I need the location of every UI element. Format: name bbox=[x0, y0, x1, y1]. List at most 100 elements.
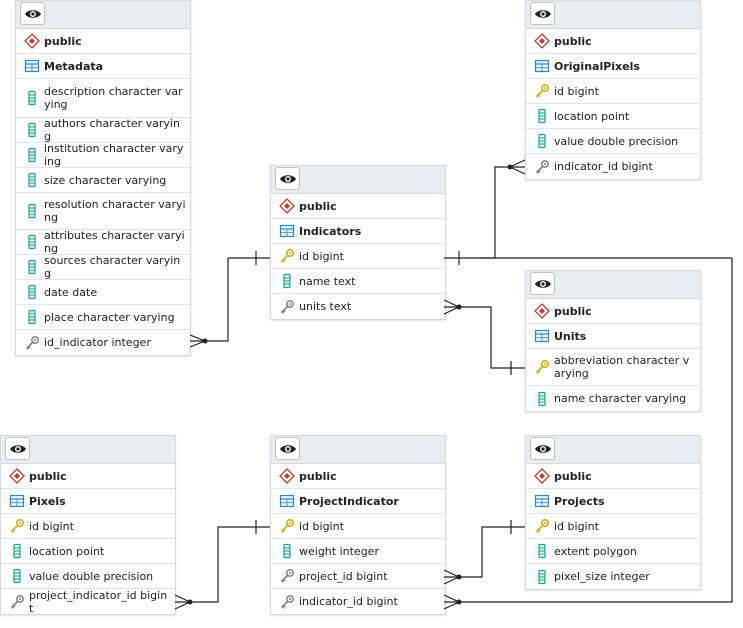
primary-key-icon bbox=[535, 359, 550, 374]
table-project-indicator[interactable]: public ProjectIndicator id bigint weight… bbox=[270, 435, 446, 615]
column-row: units text bbox=[271, 294, 445, 319]
table-header bbox=[16, 1, 190, 29]
table-name-row: Units bbox=[526, 324, 700, 349]
eye-icon[interactable] bbox=[275, 437, 300, 460]
relation-indicators-units bbox=[444, 306, 525, 369]
column-icon bbox=[538, 569, 546, 584]
column-icon bbox=[13, 568, 21, 584]
table-units[interactable]: public Units abbreviation character vary… bbox=[525, 270, 701, 412]
table-indicators[interactable]: public Indicators id bigint name text un… bbox=[270, 165, 446, 320]
column-row: location point bbox=[1, 539, 175, 564]
table-icon bbox=[534, 329, 550, 343]
relation-pixels-projectindicator bbox=[175, 526, 270, 603]
column-icon bbox=[13, 543, 21, 559]
eye-icon[interactable] bbox=[20, 2, 45, 25]
schema-name: public bbox=[554, 34, 592, 48]
column-label: size character varying bbox=[44, 173, 167, 187]
table-original-pixels[interactable]: public OriginalPixels id bigint location… bbox=[525, 0, 701, 180]
column-row: size character varying bbox=[16, 168, 190, 193]
column-icon bbox=[538, 543, 546, 559]
schema-icon bbox=[279, 468, 295, 484]
table-metadata[interactable]: public Metadata description character va… bbox=[15, 0, 191, 356]
column-row: id bigint bbox=[271, 244, 445, 269]
column-icon bbox=[28, 122, 36, 138]
schema-name: public bbox=[299, 469, 337, 483]
schema-name: public bbox=[299, 199, 337, 213]
eye-icon[interactable] bbox=[530, 437, 555, 460]
column-row: id bigint bbox=[526, 514, 700, 539]
foreign-key-icon bbox=[10, 594, 24, 609]
schema-icon bbox=[534, 468, 550, 484]
primary-key-icon bbox=[280, 248, 295, 263]
column-label: date date bbox=[44, 285, 98, 299]
column-row: name text bbox=[271, 269, 445, 294]
column-icon bbox=[28, 172, 36, 188]
column-row: attributes character varying bbox=[16, 229, 190, 255]
primary-key-icon bbox=[535, 518, 550, 533]
column-icon bbox=[538, 108, 546, 124]
column-label: extent polygon bbox=[554, 544, 637, 558]
column-label: name text bbox=[299, 274, 356, 288]
eye-icon[interactable] bbox=[530, 2, 555, 25]
column-label: location point bbox=[554, 109, 630, 123]
foreign-key-icon bbox=[280, 299, 294, 314]
table-name-row: Indicators bbox=[271, 219, 445, 244]
schema-name: public bbox=[554, 469, 592, 483]
schema-row: public bbox=[16, 29, 190, 54]
column-label: id bigint bbox=[299, 519, 344, 533]
schema-icon bbox=[534, 303, 550, 319]
column-label: name character varying bbox=[554, 392, 687, 405]
column-row: id_indicator integer bbox=[16, 330, 190, 355]
column-row: abbreviation character varying bbox=[526, 349, 700, 386]
table-name: Indicators bbox=[299, 224, 362, 238]
schema-row: public bbox=[526, 299, 700, 324]
column-label: indicator_id bigint bbox=[299, 595, 398, 608]
column-row: extent polygon bbox=[526, 539, 700, 564]
eye-icon[interactable] bbox=[5, 437, 30, 460]
table-icon bbox=[534, 59, 550, 73]
column-row: value double precision bbox=[1, 564, 175, 589]
table-projects[interactable]: public Projects id bigint extent polygon… bbox=[525, 435, 701, 590]
table-pixels[interactable]: public Pixels id bigint location point v… bbox=[0, 435, 176, 615]
primary-key-icon bbox=[535, 83, 550, 98]
column-icon bbox=[28, 284, 36, 300]
column-row: institution character varying bbox=[16, 142, 190, 168]
column-row: resolution character varying bbox=[16, 193, 190, 230]
table-name-row: Pixels bbox=[1, 489, 175, 514]
column-label: project_id bigint bbox=[299, 569, 388, 583]
schema-icon bbox=[24, 33, 40, 49]
column-row: project_id bigint bbox=[271, 564, 445, 589]
eye-icon[interactable] bbox=[275, 167, 300, 190]
column-label: location point bbox=[29, 544, 105, 558]
column-row: weight integer bbox=[271, 539, 445, 564]
eye-icon[interactable] bbox=[530, 272, 555, 295]
column-label: sources character varying bbox=[44, 254, 181, 280]
column-row: id bigint bbox=[1, 514, 175, 539]
column-icon bbox=[28, 309, 36, 325]
table-name: Projects bbox=[554, 494, 605, 508]
relation-metadata-indicators bbox=[190, 257, 270, 342]
schema-row: public bbox=[271, 464, 445, 489]
column-label: description character varying bbox=[44, 85, 183, 111]
column-label: weight integer bbox=[299, 544, 379, 558]
column-label: id bigint bbox=[29, 519, 74, 533]
column-icon bbox=[538, 391, 546, 406]
column-row: place character varying bbox=[16, 305, 190, 330]
table-header bbox=[526, 436, 700, 464]
table-header bbox=[526, 1, 700, 29]
column-label: id_indicator integer bbox=[44, 336, 151, 349]
relation-projectindicator-indicators bbox=[444, 257, 733, 603]
table-name: OriginalPixels bbox=[554, 59, 640, 73]
foreign-key-icon bbox=[25, 335, 39, 350]
column-row: value double precision bbox=[526, 129, 700, 154]
foreign-key-icon bbox=[280, 594, 294, 609]
foreign-key-icon bbox=[280, 569, 294, 583]
schema-name: public bbox=[554, 304, 592, 318]
column-label: authors character varying bbox=[44, 117, 180, 143]
table-name-row: Projects bbox=[526, 489, 700, 514]
schema-row: public bbox=[526, 29, 700, 54]
column-label: id bigint bbox=[299, 249, 344, 263]
column-label: institution character varying bbox=[44, 142, 184, 168]
column-label: resolution character varying bbox=[44, 198, 186, 224]
column-label: id bigint bbox=[554, 519, 599, 533]
